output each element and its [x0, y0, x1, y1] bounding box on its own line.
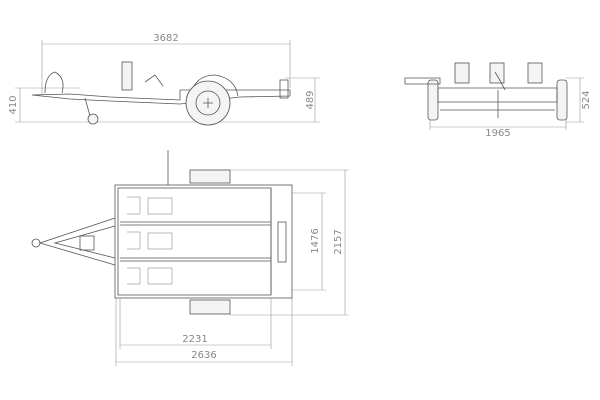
dimension-deck-length: 2231: [182, 334, 207, 345]
front-view: 1965 524: [404, 62, 592, 139]
dimension-overall-width: 1965: [485, 128, 510, 139]
dimension-overall-length: 3682: [153, 33, 178, 44]
side-view: 3682 410 489: [8, 33, 320, 126]
jockey-wheel: [87, 113, 99, 125]
dimension-drawbar-height: 410: [8, 95, 19, 114]
dimension-deck-height: 489: [305, 90, 316, 109]
top-view: 1476 2157 2231 2636: [31, 150, 349, 366]
dimension-front-height: 524: [581, 90, 592, 109]
fender-bottom: [189, 299, 231, 315]
fender-top: [189, 169, 231, 184]
dimension-outer-width: 2157: [333, 229, 344, 254]
dimension-body-length: 2636: [191, 350, 216, 361]
dimension-inner-width: 1476: [310, 228, 321, 253]
